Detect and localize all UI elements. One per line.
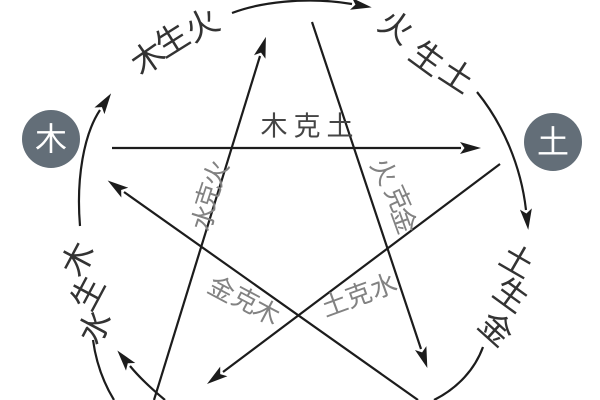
line-metal-overcomes-wood	[107, 180, 419, 400]
node-wood-label: 木	[34, 120, 67, 158]
node-wood: 木	[22, 110, 80, 168]
line-earth-overcomes-water	[207, 163, 501, 385]
arc-water-generates-wood-upper	[77, 93, 112, 227]
line-fire-overcomes-metal	[310, 21, 428, 368]
arc-metal-generates-water	[117, 350, 166, 400]
label-wood-overcomes-earth: 木克土	[260, 111, 360, 143]
node-earth-label: 土	[536, 123, 569, 161]
node-earth: 土	[524, 113, 582, 171]
arc-water-generates-wood-lower	[91, 339, 115, 400]
arc-earth-generates-metal	[433, 346, 485, 400]
line-water-overcomes-fire	[152, 36, 266, 400]
arc-wood-generates-fire	[231, 0, 372, 15]
arc-fire-generates-earth	[476, 91, 532, 230]
